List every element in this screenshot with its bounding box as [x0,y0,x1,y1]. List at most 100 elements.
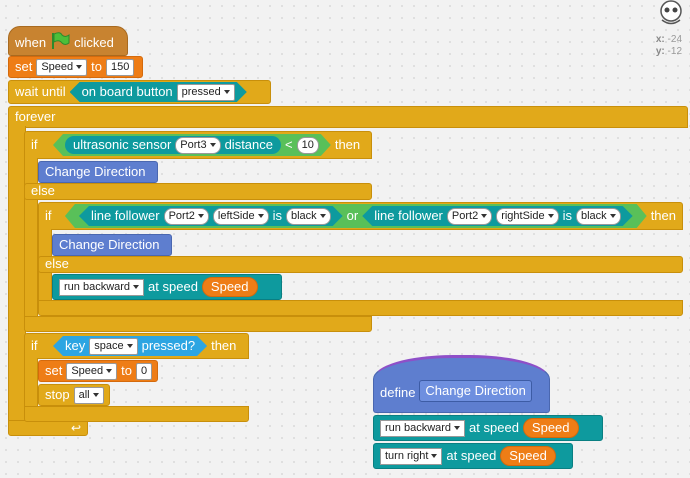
define-turn-right-block[interactable]: turn right at speed Speed [373,443,573,469]
value-input[interactable]: 0 [136,362,153,380]
chevron-down-icon [610,214,616,218]
stop-option: all [78,388,90,401]
variable-dropdown[interactable]: Speed [66,362,118,380]
direction-dropdown[interactable]: run backward [380,419,466,437]
if-block-3[interactable]: if key space pressed? then [24,333,249,359]
side-value: rightSide [501,209,545,222]
button-state-dropdown[interactable]: pressed [177,84,235,101]
define-run-backward-block[interactable]: run backward at speed Speed [373,415,603,441]
stop-block[interactable]: stop all [38,384,110,406]
speed-variable[interactable]: Speed [201,277,258,297]
chevron-down-icon [454,426,461,430]
call-label: Change Direction [59,237,160,252]
change-direction-call-1[interactable]: Change Direction [38,161,158,183]
less-than-operator[interactable]: ultrasonic sensor Port3 distance < 10 [53,134,331,156]
when-flag-clicked-block[interactable]: when clicked [8,26,128,56]
port-dropdown[interactable]: Port3 [175,137,220,154]
button-state: pressed [181,85,221,98]
set-label: set [45,363,63,378]
forever-bottom: ↩ [8,420,88,436]
variable-dropdown[interactable]: Speed [36,58,88,76]
color-dropdown[interactable]: black [576,208,621,225]
color-value: black [290,209,317,222]
chevron-down-icon [127,344,133,348]
key-label: key [65,338,86,353]
speed-variable[interactable]: Speed [500,446,556,466]
or-label: or [346,208,359,223]
at-speed-label: at speed [469,420,519,435]
direction-dropdown[interactable]: turn right [380,447,443,465]
variable-name: Speed [71,364,104,377]
then-label: then [211,338,237,353]
port-value: Port2 [451,209,479,222]
is-label: is [272,208,282,223]
board-button-condition[interactable]: on board button pressed [70,82,247,102]
ultrasonic-label: ultrasonic sensor [73,137,172,152]
stop-option-dropdown[interactable]: all [73,386,104,404]
chevron-down-icon [210,143,216,147]
set-speed-zero-block[interactable]: set Speed to 0 [38,360,158,382]
chevron-down-icon [548,214,554,218]
if-label: if [31,137,38,152]
if-label: if [31,338,38,353]
set-label: set [15,59,33,74]
threshold-input[interactable]: 10 [297,137,319,154]
side-value: leftSide [217,209,255,222]
if-else-block-2[interactable]: if line follower Port2 leftSide is black… [38,202,683,230]
chevron-down-icon [92,393,99,397]
define-change-direction-block[interactable]: define Change Direction [373,355,550,413]
distance-label: distance [224,137,273,152]
if1-arm [24,158,38,330]
if3-arm [24,358,38,408]
port-dropdown[interactable]: Port2 [447,208,492,225]
procedure-prototype[interactable]: Change Direction [419,380,532,402]
is-label: is [562,208,572,223]
line-follower-left-condition[interactable]: line follower Port2 leftSide is black [79,206,343,226]
board-button-label: on board button [81,84,173,99]
line-follower-right-condition[interactable]: line follower Port2 rightSide is black [362,206,632,226]
key-value: space [94,339,124,352]
change-direction-call-2[interactable]: Change Direction [52,234,172,256]
side-dropdown[interactable]: rightSide [496,208,558,225]
run-backward-block[interactable]: run backward at speed Speed [52,274,282,300]
key-dropdown[interactable]: space [89,338,137,355]
loop-arrow-icon: ↩ [70,421,81,435]
stop-label: stop [45,387,70,402]
when-label: when [15,35,47,50]
chevron-down-icon [76,65,83,69]
sprite-icon[interactable] [658,0,684,26]
clicked-label: clicked [74,35,114,50]
value-input[interactable]: 150 [106,58,135,76]
color-dropdown[interactable]: black [286,208,331,225]
variable-name: Speed [41,60,74,73]
then-label: then [334,137,361,152]
line-follower-label: line follower [90,208,160,223]
key-pressed-condition[interactable]: key space pressed? [53,336,207,356]
port-value: Port2 [168,209,195,222]
else-1[interactable]: else [24,183,372,200]
chevron-down-icon [431,454,438,458]
sprite-coordinates: x: -24 y: -12 [656,34,682,58]
or-operator[interactable]: line follower Port2 leftSide is black or… [65,204,647,228]
chevron-down-icon [481,214,487,218]
call-label: Change Direction [45,164,146,179]
side-dropdown[interactable]: leftSide [213,208,269,225]
green-flag-icon [50,31,70,55]
chevron-down-icon [224,90,230,94]
direction-value: run backward [385,421,452,434]
else-2[interactable]: else [38,256,683,273]
if-else-block-1[interactable]: if ultrasonic sensor Port3 distance < 10… [24,131,372,159]
x-value: -24 [667,34,682,45]
forever-block[interactable]: forever [8,106,688,128]
if-label: if [45,208,52,223]
speed-variable[interactable]: Speed [522,418,579,438]
direction-dropdown[interactable]: run backward [59,278,145,296]
set-speed-block[interactable]: set Speed to 150 [8,56,143,78]
else-label: else [45,255,69,271]
chevron-down-icon [258,214,264,218]
wait-until-block[interactable]: wait until on board button pressed [8,80,271,104]
ultrasonic-sensor-reporter[interactable]: ultrasonic sensor Port3 distance [65,136,281,154]
chevron-down-icon [133,285,140,289]
port-dropdown[interactable]: Port2 [164,208,209,225]
to-label: to [121,363,132,378]
